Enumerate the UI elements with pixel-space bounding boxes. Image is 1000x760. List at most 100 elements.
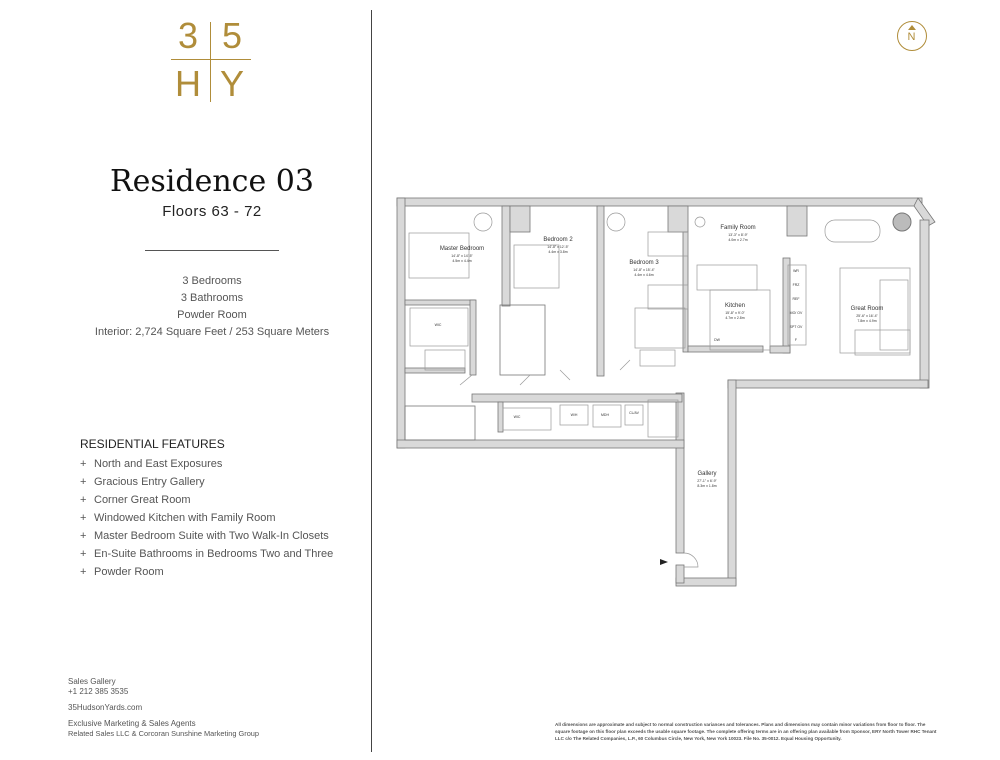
plus-icon: + bbox=[80, 458, 87, 470]
feature-text: Windowed Kitchen with Family Room bbox=[94, 512, 276, 524]
feature-text: Powder Room bbox=[94, 566, 164, 578]
35hy-logo: 3 5 H Y bbox=[168, 18, 252, 102]
closet-label: MDH bbox=[601, 413, 609, 417]
legal-disclaimer: All dimensions are approximate and subje… bbox=[555, 722, 937, 741]
north-arrow-icon bbox=[908, 25, 916, 30]
logo-char: 5 bbox=[221, 15, 243, 56]
phone-number[interactable]: +1 212 385 3535 bbox=[68, 687, 129, 696]
contact-info: Sales Gallery +1 212 385 3535 35HudsonYa… bbox=[68, 677, 259, 739]
plus-icon: + bbox=[80, 548, 87, 560]
floor-plan: Master Bedroom 14'-8" x 14'-5" 4.5m x 4.… bbox=[396, 197, 936, 587]
exterior-wall-north bbox=[396, 197, 923, 207]
bed2-bed bbox=[513, 244, 560, 289]
sales-gallery-label: Sales Gallery bbox=[68, 677, 116, 686]
feature-item: +Corner Great Room bbox=[80, 491, 333, 509]
logo-char: Y bbox=[219, 63, 244, 104]
spec-interior-area: Interior: 2,724 Square Feet / 253 Square… bbox=[94, 326, 330, 338]
spec-bedrooms: 3 Bedrooms bbox=[182, 275, 242, 287]
room-name: Master Bedroom bbox=[440, 246, 484, 252]
lamp bbox=[694, 216, 706, 228]
residential-features: RESIDENTIAL FEATURES +North and East Exp… bbox=[80, 437, 333, 581]
wic-closet bbox=[409, 307, 469, 347]
room-name: Family Room bbox=[720, 225, 755, 231]
gallery-south-wall bbox=[675, 577, 737, 587]
closet-label: CL/AV bbox=[629, 411, 640, 415]
feature-item: + Powder Room bbox=[80, 563, 333, 581]
plus-icon: + bbox=[80, 512, 87, 524]
room-dim: 27'-1" x 6'-9" bbox=[697, 479, 717, 483]
south-wall bbox=[396, 439, 685, 449]
great-room-rug bbox=[839, 267, 911, 354]
residence-title: Residence 03 bbox=[110, 164, 314, 199]
unit-specs: 3 Bedrooms 3 Bathrooms Powder Room Inter… bbox=[0, 273, 424, 341]
appliance-label: MO/ OV bbox=[790, 311, 803, 315]
room-dim: 4.0m x 2.7m bbox=[728, 238, 747, 242]
logo-char: H bbox=[175, 63, 201, 104]
room-dim: 14'-8" x 12'-5" bbox=[547, 245, 569, 249]
page-divider bbox=[371, 10, 372, 752]
appliance-label: WR bbox=[793, 269, 799, 273]
appliance-label: F bbox=[795, 338, 797, 342]
spec-powder-room: Powder Room bbox=[177, 309, 247, 321]
gallery-west-wall bbox=[675, 392, 685, 554]
dining-table bbox=[824, 219, 881, 243]
title-rule bbox=[145, 250, 279, 251]
plus-icon: + bbox=[80, 566, 87, 578]
room-name: Bedroom 2 bbox=[543, 237, 573, 243]
exterior-wall-west bbox=[396, 197, 406, 449]
logo-char: 3 bbox=[177, 15, 199, 56]
north-compass-icon: N bbox=[897, 21, 927, 51]
entry-arrow-icon bbox=[660, 559, 668, 565]
armchair bbox=[473, 212, 493, 232]
room-dim: 14'-8" x 14'-5" bbox=[451, 254, 473, 258]
great-room-south-wall bbox=[727, 379, 929, 389]
compass-label: N bbox=[907, 31, 916, 43]
feature-item: + Windowed Kitchen with Family Room bbox=[80, 509, 333, 527]
appliance-label: REF bbox=[793, 297, 800, 301]
room-dim: 7.8m x 4.9m bbox=[857, 319, 876, 323]
gallery-west-wall bbox=[675, 564, 685, 584]
logo-divider bbox=[210, 22, 211, 102]
bed3-bed bbox=[647, 231, 689, 257]
plus-icon: + bbox=[80, 476, 87, 488]
logo-divider bbox=[171, 59, 251, 60]
spec-bathrooms: 3 Bathrooms bbox=[180, 292, 244, 304]
room-name: Bedroom 3 bbox=[629, 260, 659, 266]
interior-wall bbox=[501, 205, 511, 307]
gallery-east-wall bbox=[727, 379, 737, 586]
room-name: Great Room bbox=[851, 306, 884, 312]
room-dim: 14'-8" x 15'-4" bbox=[633, 268, 655, 272]
room-dim: 25'-6" x 16'-4" bbox=[856, 314, 878, 318]
feature-item: +North and East Exposures bbox=[80, 455, 333, 473]
closet-label: W/H bbox=[571, 413, 578, 417]
kitchen-island bbox=[696, 264, 758, 291]
room-dim: 4.7m x 2.8m bbox=[725, 316, 744, 320]
feature-item: +En-Suite Bathrooms in Bedrooms Two and … bbox=[80, 545, 333, 563]
appliance-column bbox=[787, 264, 807, 346]
feature-item: +Master Bedroom Suite with Two Walk-In C… bbox=[80, 527, 333, 545]
room-dim: 4.4m x 4.6m bbox=[634, 273, 653, 277]
room-name: Kitchen bbox=[725, 303, 745, 309]
room-dim: 4.5m x 4.4m bbox=[452, 259, 471, 263]
room-dim: 13'-3" x 8'-9" bbox=[728, 233, 748, 237]
plus-icon: + bbox=[80, 494, 87, 506]
agents-label: Exclusive Marketing & Sales Agents bbox=[68, 719, 196, 728]
website-link[interactable]: 35HudsonYards.com bbox=[68, 703, 143, 712]
appliance-label: SPT OV bbox=[790, 325, 803, 329]
feature-text: Master Bedroom Suite with Two Walk-In Cl… bbox=[94, 530, 329, 542]
room-dim: 15'-8" x 9'-0" bbox=[725, 311, 745, 315]
wic-closet-2 bbox=[502, 407, 552, 431]
feature-text: Gracious Entry Gallery bbox=[94, 476, 205, 488]
appliance-label: DW bbox=[714, 338, 721, 342]
features-heading: RESIDENTIAL FEATURES bbox=[80, 437, 225, 451]
master-bed bbox=[408, 232, 470, 279]
room-name: Gallery bbox=[697, 471, 716, 477]
floors-range: Floors 63 - 72 bbox=[162, 203, 262, 220]
room-dim: 8.3m x 1.8m bbox=[697, 484, 716, 488]
closet-label: WIC bbox=[514, 415, 521, 419]
entry-door bbox=[683, 552, 699, 568]
room-dim: 4.4m x 3.8m bbox=[548, 250, 567, 254]
column bbox=[892, 212, 912, 232]
closet-label: WIC bbox=[435, 323, 442, 327]
agents-names: Related Sales LLC & Corcoran Sunshine Ma… bbox=[68, 729, 260, 738]
